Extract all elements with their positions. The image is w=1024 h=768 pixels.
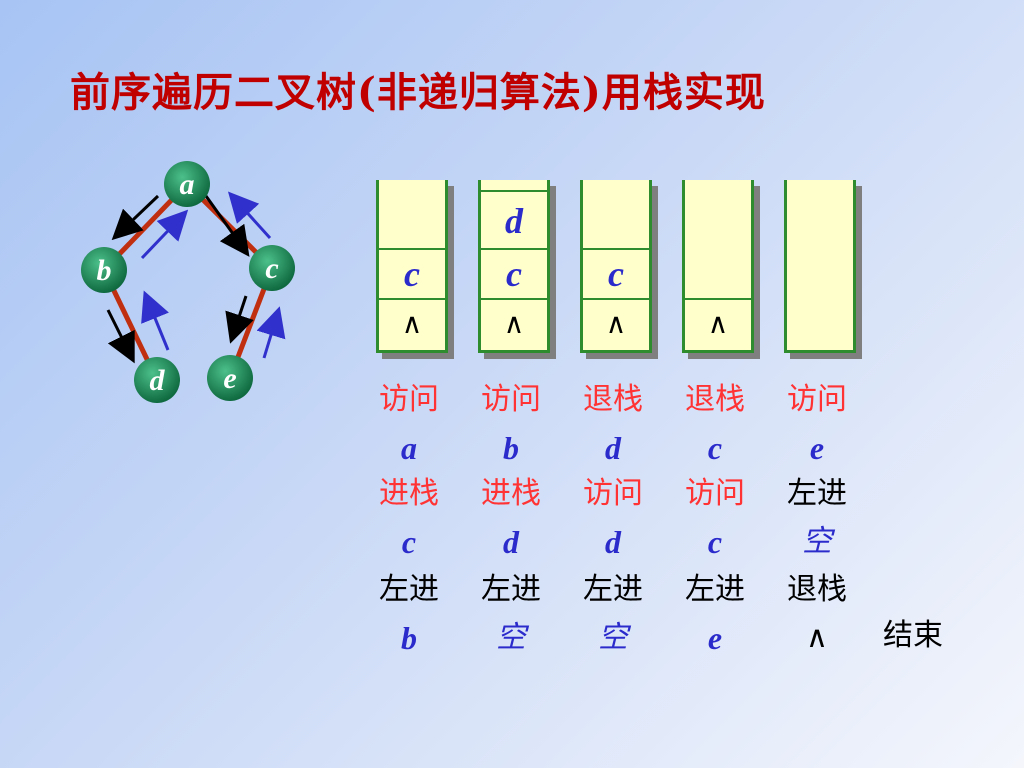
tree-node-c: c [249, 245, 295, 291]
step-1-action-1: 访问 [379, 382, 439, 417]
stack-3: c ∧ [580, 180, 652, 353]
arrow-d-to-b [141, 290, 170, 351]
arrow-c-to-e [225, 295, 254, 344]
step-5-action-3: 退栈 [787, 572, 847, 607]
stack-3-slot-0: ∧ [583, 298, 649, 348]
step-3-var-1: d [605, 430, 621, 466]
stack-4-slot-0: ∧ [685, 298, 751, 348]
svg-text:d: d [150, 364, 166, 397]
page-title: 前序遍历二叉树(非递归算法)用栈实现 [70, 69, 766, 116]
step-4-action-1: 退栈 [685, 382, 745, 417]
step-3-var-2: d [605, 524, 621, 560]
stack-2-item-c: c [506, 254, 522, 294]
stack-5 [784, 180, 856, 353]
stack-4-null: ∧ [707, 307, 729, 340]
step-1-var-3: b [401, 620, 417, 656]
step-5-var-2: 空 [802, 524, 832, 559]
svg-text:e: e [223, 362, 236, 395]
arrow-c-to-a [227, 191, 272, 240]
arrow-b-to-a [140, 209, 189, 260]
stack-1: c ∧ [376, 180, 448, 353]
stack-2-slot-2: d [481, 194, 547, 248]
stack-4: ∧ [682, 180, 754, 353]
arrow-a-to-b [111, 194, 160, 241]
stack-3-null: ∧ [605, 307, 627, 340]
stack-2-null: ∧ [503, 307, 525, 340]
step-4-var-2: c [707, 524, 723, 560]
arrow-e-to-c [256, 306, 286, 359]
stack-2-item-d: d [505, 201, 523, 241]
step-2-var-2: d [503, 524, 519, 560]
step-5-action-2: 左进 [787, 476, 847, 511]
tree-node-d: d [134, 357, 180, 403]
stack-3-item-c: c [608, 254, 624, 294]
step-5-null: ∧ [806, 620, 828, 655]
end-label: 结束 [883, 618, 943, 653]
stack-3-slot-1: c [583, 248, 649, 298]
step-3-action-1: 退栈 [583, 382, 643, 417]
step-2-action-3: 左进 [481, 572, 541, 607]
step-2-action-1: 访问 [481, 382, 541, 417]
tree-node-b: b [81, 247, 127, 293]
stack-2-cap [481, 180, 547, 192]
step-4-action-3: 左进 [685, 572, 745, 607]
arrow-a-to-c [204, 195, 250, 257]
step-3-action-2: 访问 [583, 476, 643, 511]
svg-text:b: b [97, 254, 112, 287]
stack-1-slot-0: ∧ [379, 298, 445, 348]
stack-1-slot-1: c [379, 248, 445, 298]
step-5-var-1: e [809, 430, 825, 466]
step-4-action-2: 访问 [685, 476, 745, 511]
step-1-action-2: 进栈 [379, 476, 439, 511]
step-1-action-3: 左进 [379, 572, 439, 607]
svg-text:a: a [180, 168, 195, 201]
stack-1-null: ∧ [401, 307, 423, 340]
stack-2: d c ∧ [478, 180, 550, 353]
step-3-action-3: 左进 [583, 572, 643, 607]
step-3-var-3: 空 [598, 620, 628, 655]
tree-node-a: a [164, 161, 210, 207]
step-1-var-2: c [401, 524, 417, 560]
step-4-var-3: e [707, 620, 723, 656]
stack-2-slot-0: ∧ [481, 298, 547, 348]
step-5-action-1: 访问 [787, 382, 847, 417]
step-2-var-1: b [503, 430, 519, 466]
step-1-var-1: a [401, 430, 417, 466]
step-2-var-3: 空 [496, 620, 526, 655]
tree-node-e: e [207, 355, 253, 401]
arrow-b-to-d [106, 309, 135, 364]
svg-text:c: c [265, 252, 278, 285]
step-4-var-1: c [707, 430, 723, 466]
stack-2-slot-1: c [481, 248, 547, 298]
stack-1-item-c: c [404, 254, 420, 294]
step-2-action-2: 进栈 [481, 476, 541, 511]
